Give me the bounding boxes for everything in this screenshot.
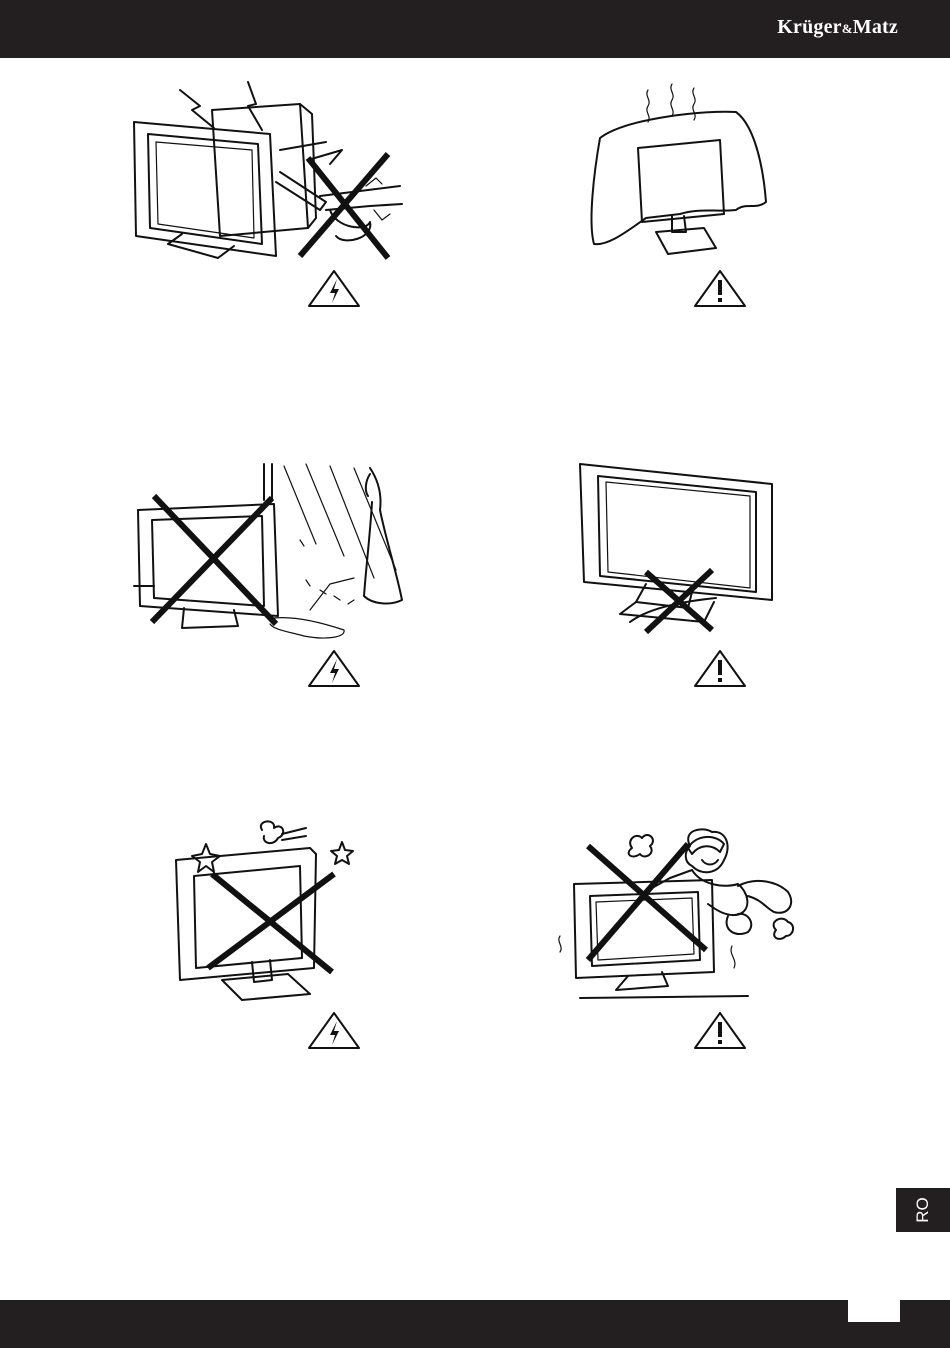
antenna-lightning-illustration <box>130 78 410 268</box>
objects-on-top-illustration <box>170 818 360 1000</box>
child-climbing-illustration <box>552 826 812 1006</box>
brand-logo: Krüger&Matz <box>777 16 898 39</box>
general-warning-icon <box>692 268 748 308</box>
cable-under-stand-illustration <box>576 460 776 640</box>
general-warning-icon <box>692 648 748 688</box>
language-tab: RO <box>896 1188 950 1232</box>
general-warning-icon <box>692 1010 748 1050</box>
electric-shock-warning-icon <box>306 1010 362 1050</box>
covered-tv-illustration <box>586 82 776 264</box>
footer-bar <box>0 1300 950 1348</box>
electric-shock-warning-icon <box>306 268 362 308</box>
header-bar: Krüger&Matz <box>0 0 950 58</box>
electric-shock-warning-icon <box>306 648 362 688</box>
page-number-tab <box>848 1300 900 1322</box>
rain-exposure-illustration <box>134 460 410 650</box>
language-code: RO <box>913 1197 933 1223</box>
